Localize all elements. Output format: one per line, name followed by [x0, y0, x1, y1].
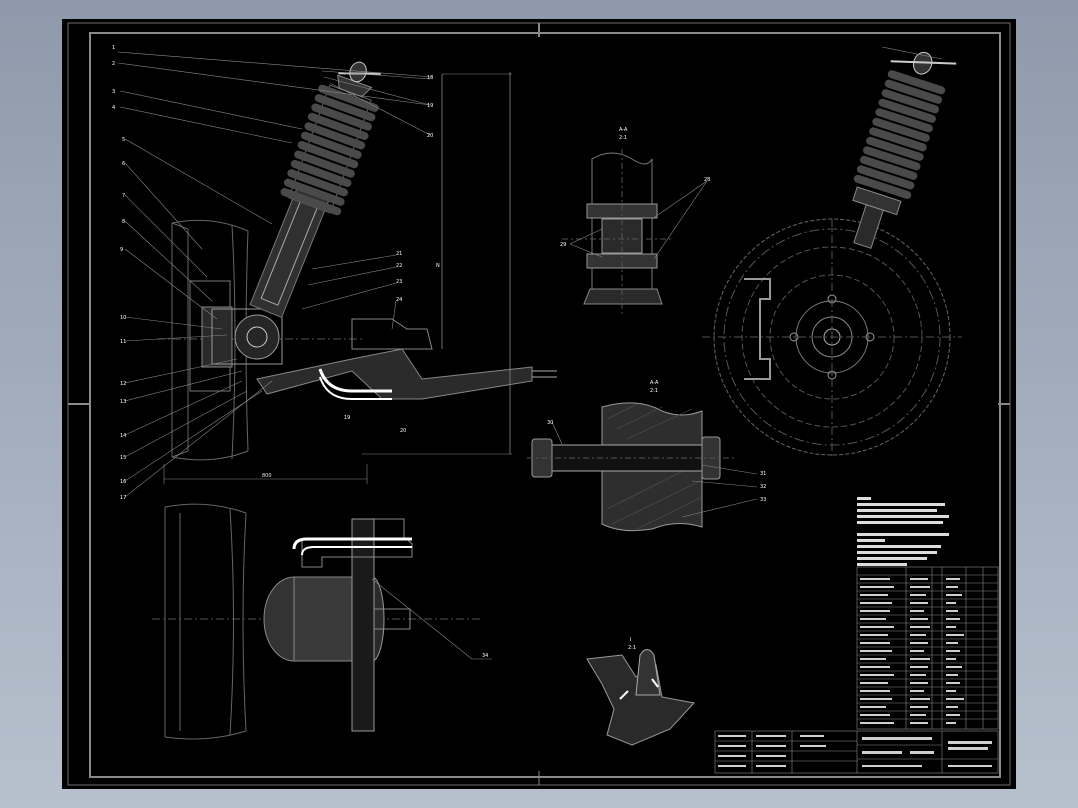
coil-spring — [280, 61, 381, 216]
section-scale-top: 2:1 — [619, 135, 627, 141]
balloon-34: 34 — [482, 653, 488, 659]
leader-lines-left — [117, 51, 433, 498]
balloon-29: 29 — [560, 242, 566, 248]
balloon-20: 20 — [427, 133, 433, 139]
detail-scale: 2:1 — [628, 645, 636, 651]
dim-bottom: 800 — [262, 473, 272, 479]
balloon-3: 3 — [112, 89, 115, 95]
balloon-21: 21 — [396, 251, 402, 257]
balloon-33: 33 — [760, 497, 766, 503]
balloon-28: 28 — [704, 177, 710, 183]
balloon-15: 15 — [120, 455, 126, 461]
title-block-text — [718, 735, 992, 767]
balloon-5: 5 — [122, 137, 125, 143]
parts-list-text — [860, 578, 964, 724]
detail-label: I — [630, 637, 631, 643]
section-label-top: A-A — [619, 127, 628, 133]
balloon-2: 2 — [112, 61, 115, 67]
section-view-top-center: A-A 2:1 28 29 — [560, 127, 710, 314]
balloons-left: 1 2 3 4 5 6 7 8 9 10 11 12 13 14 15 16 1… — [112, 45, 440, 501]
balloon-19: 19 — [427, 103, 433, 109]
balloon-6: 6 — [122, 161, 125, 167]
balloon-13: 13 — [120, 399, 126, 405]
bottom-left-view: 34 — [152, 503, 492, 740]
parts-list — [856, 566, 999, 730]
balloon-12: 12 — [120, 381, 126, 387]
drawing-sheet: 800 1 2 3 4 5 6 7 8 9 — [62, 19, 1016, 789]
balloon-23: 23 — [396, 279, 402, 285]
section-scale-mid: 2:1 — [650, 388, 658, 394]
balloon-7: 7 — [122, 193, 125, 199]
balloon-30: 30 — [547, 420, 553, 426]
inner-frame — [89, 32, 1001, 778]
main-assembly-view: 800 — [157, 61, 557, 484]
dim-right: N — [436, 263, 440, 269]
balloon-16: 16 — [120, 479, 126, 485]
balloon-24: 24 — [396, 297, 402, 303]
balloon-9: 9 — [120, 247, 123, 253]
balloon-1: 1 — [112, 45, 115, 51]
balloon-low-20: 20 — [400, 428, 406, 434]
balloon-10: 10 — [120, 315, 126, 321]
title-block — [714, 730, 999, 774]
section-label-mid: A-A — [650, 380, 659, 386]
balloon-17: 17 — [120, 495, 126, 501]
balloon-22: 22 — [396, 263, 402, 269]
detail-view-small: I 2:1 — [586, 637, 695, 746]
section-view-middle: A-A 2:1 30 31 32 33 — [527, 380, 766, 532]
balloon-14: 14 — [120, 433, 126, 439]
cad-drawing: 800 1 2 3 4 5 6 7 8 9 — [67, 22, 1011, 786]
balloon-31: 31 — [760, 471, 766, 477]
balloon-low-19: 19 — [344, 415, 350, 421]
side-view-right — [702, 46, 962, 459]
balloon-18: 18 — [427, 75, 433, 81]
balloon-11: 11 — [120, 339, 126, 345]
balloon-8: 8 — [122, 219, 125, 225]
balloon-4: 4 — [112, 105, 115, 111]
balloon-32: 32 — [760, 484, 766, 490]
technical-notes — [857, 497, 949, 566]
